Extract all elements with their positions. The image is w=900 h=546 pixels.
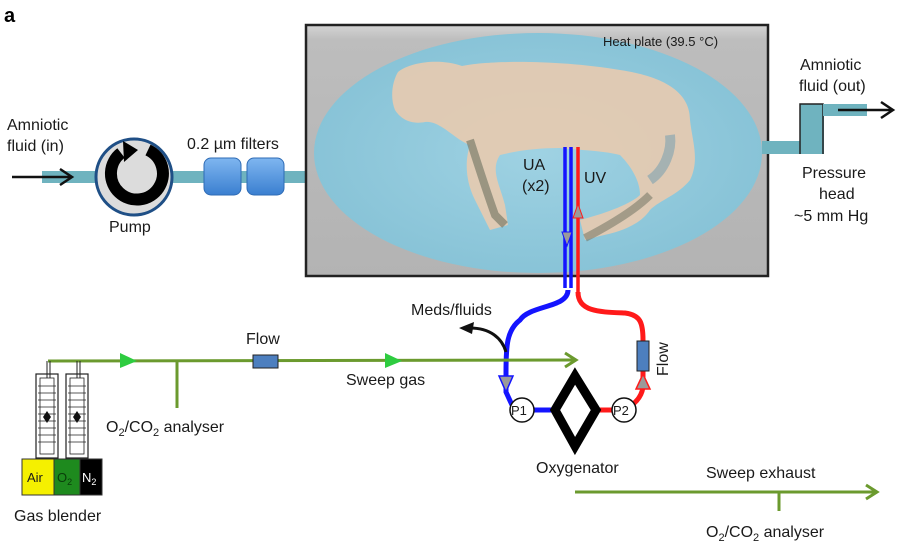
gas-flow-sensor bbox=[252, 354, 279, 369]
umbilical-vessels: UA (x2) UV bbox=[522, 147, 607, 292]
gas-direction-arrow-1-icon bbox=[120, 353, 137, 368]
filters: 0.2 µm filters bbox=[187, 136, 285, 196]
pressure-head-label-1: Pressure bbox=[802, 165, 866, 182]
venous-flow-arrow-icon bbox=[572, 202, 584, 219]
venous-line-arrow-icon bbox=[634, 372, 652, 390]
exhaust-arrow-icon bbox=[865, 483, 880, 501]
meds-fluids-label: Meds/fluids bbox=[411, 302, 492, 319]
heat-plate-label: Heat plate (39.5 °C) bbox=[603, 34, 718, 49]
flowmeter-1 bbox=[35, 361, 59, 459]
arterial-line-arrow-icon bbox=[497, 375, 515, 394]
circuit-flow-label: Flow bbox=[655, 342, 672, 376]
gas-source-air bbox=[21, 458, 55, 496]
gas-source-n2 bbox=[79, 458, 103, 496]
flowmeter-2 bbox=[65, 361, 89, 459]
pump-rotation-icon bbox=[104, 141, 169, 206]
sweep-exhaust-line: Sweep exhaust O2/CO2 analyser bbox=[575, 465, 880, 544]
filter-2 bbox=[246, 157, 285, 196]
meds-line bbox=[469, 326, 508, 353]
sweep-gas-arrow-icon bbox=[564, 351, 579, 369]
gas-blender-label: Gas blender bbox=[14, 508, 102, 525]
gas-source-o2 bbox=[53, 458, 81, 496]
amniotic-outflow: Amniotic fluid (out) Pressure head ~5 mm… bbox=[762, 57, 896, 225]
amniotic-tube-out bbox=[762, 141, 804, 154]
meds-arrow-icon bbox=[459, 322, 474, 334]
gas-air-label: Air bbox=[27, 470, 44, 485]
amniotic-in-label-1: Amniotic bbox=[7, 117, 68, 134]
uv-label: UV bbox=[584, 170, 607, 187]
analyser-top-label: O2/CO2 analyser bbox=[106, 419, 225, 439]
arterial-line bbox=[503, 289, 571, 407]
pressure-head-column bbox=[800, 104, 824, 154]
gas-o2-label: O2 bbox=[57, 470, 72, 487]
blood-circuit: Flow P1 P2 Oxygenator Meds/fluids bbox=[411, 289, 672, 477]
amniotic-out-label-1: Amniotic bbox=[800, 57, 861, 74]
pressure-head-label-3: ~5 mm Hg bbox=[794, 208, 868, 225]
pump: Pump bbox=[94, 137, 174, 236]
panel-label: a bbox=[4, 5, 16, 27]
analyser-bottom-label: O2/CO2 analyser bbox=[706, 524, 825, 544]
sweep-gas-line: Flow Sweep gas O2/CO2 analyser bbox=[47, 331, 579, 439]
pressure-sensor-p1: P1 bbox=[509, 397, 535, 423]
fetal-lamb-image bbox=[392, 61, 695, 242]
p1-label: P1 bbox=[511, 403, 527, 418]
arterial-flow-arrow-icon bbox=[561, 231, 573, 248]
sweep-gas-label: Sweep gas bbox=[346, 372, 425, 389]
heat-plate: Heat plate (39.5 °C) bbox=[304, 23, 770, 278]
filter-1 bbox=[203, 157, 242, 196]
p2-label: P2 bbox=[613, 403, 629, 418]
gas-blender: Air O2 N2 Gas blender bbox=[14, 361, 103, 525]
gas-direction-arrow-2-icon bbox=[385, 353, 402, 368]
pressure-head-label-2: head bbox=[819, 186, 855, 203]
pump-label: Pump bbox=[109, 219, 151, 236]
ua-label-1: UA bbox=[523, 157, 546, 174]
filters-label: 0.2 µm filters bbox=[187, 136, 279, 153]
venous-line bbox=[575, 291, 646, 407]
ua-label-2: (x2) bbox=[522, 178, 550, 195]
pressure-sensor-p2: P2 bbox=[611, 397, 637, 423]
amniotic-out-label-2: fluid (out) bbox=[799, 78, 866, 95]
oxygenator bbox=[549, 367, 602, 456]
amniotic-in-label-2: fluid (in) bbox=[7, 138, 64, 155]
gas-flow-label: Flow bbox=[246, 331, 280, 348]
oxygenator-label: Oxygenator bbox=[536, 460, 619, 477]
circuit-flow-sensor bbox=[636, 340, 650, 372]
sweep-exhaust-label: Sweep exhaust bbox=[706, 465, 816, 482]
gas-n2-label: N2 bbox=[82, 470, 96, 487]
